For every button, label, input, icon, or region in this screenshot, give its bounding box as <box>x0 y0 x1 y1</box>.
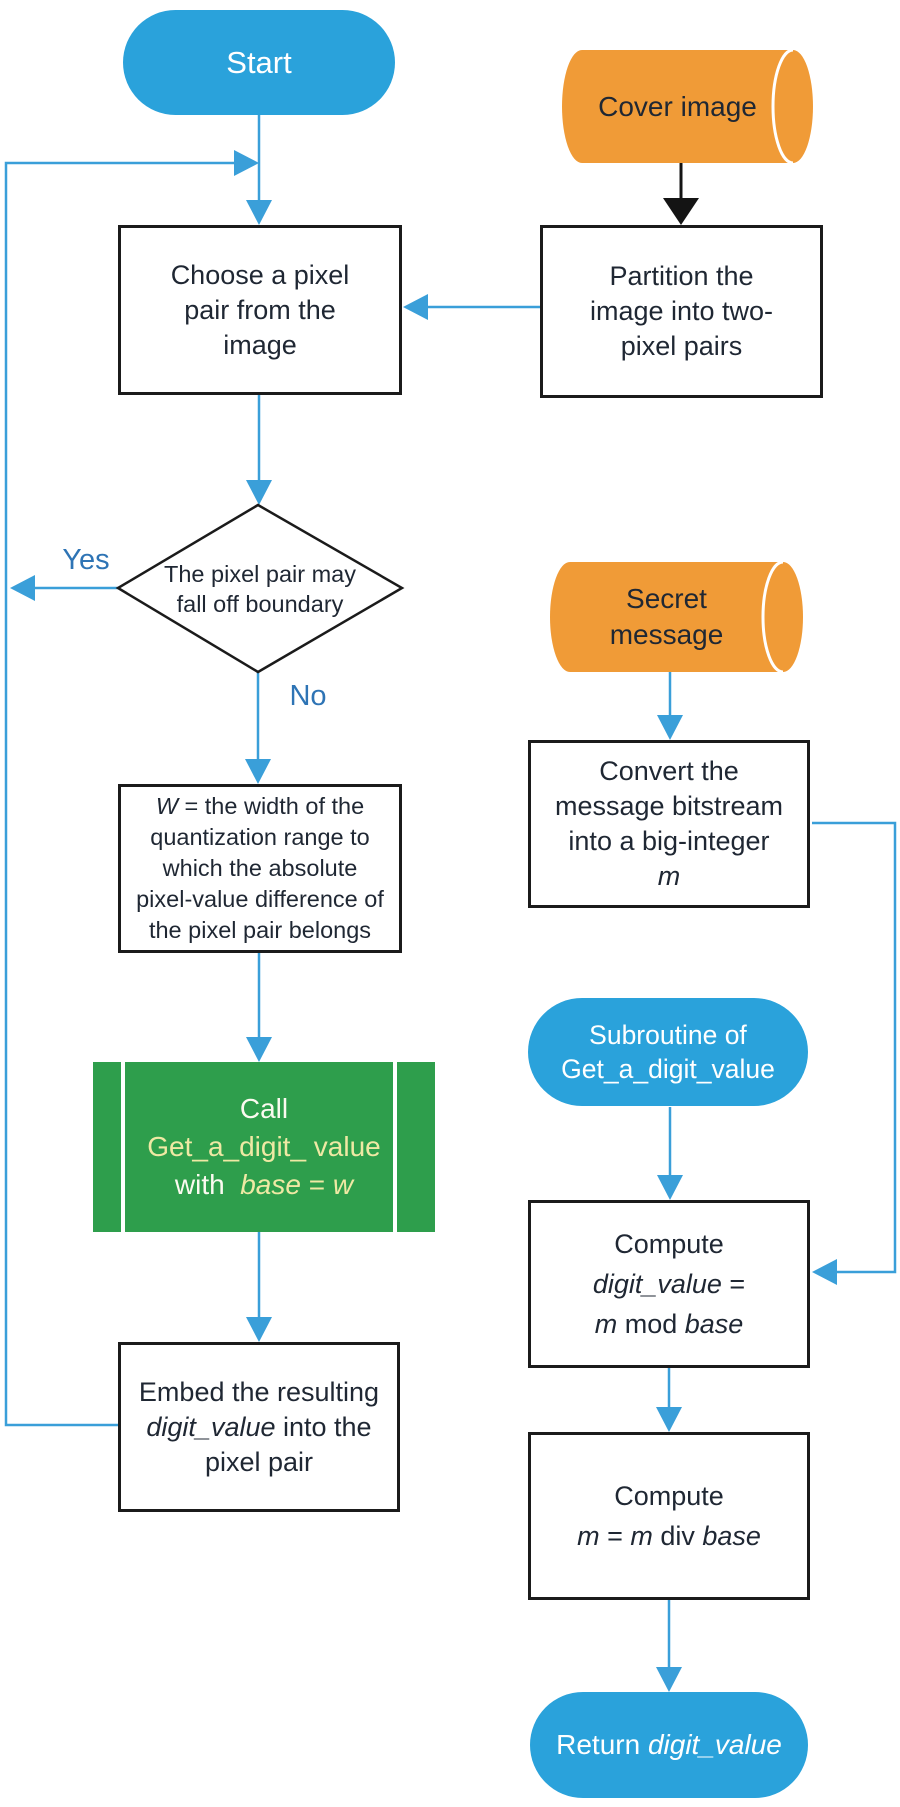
connector-call-to-embed <box>246 1232 272 1342</box>
yes-label: Yes <box>62 544 110 576</box>
decision-diamond <box>115 503 405 674</box>
cover-image-cylinder <box>562 48 813 165</box>
connector-convert-to-compute-digit <box>812 821 897 1285</box>
cover-image-label: Cover image <box>598 90 757 122</box>
connector-secret-to-convert <box>657 672 683 740</box>
connector-start-to-choose <box>246 115 272 225</box>
connector-compute-digit-to-compute-m <box>656 1368 682 1432</box>
connector-loop-embed-to-choose <box>4 150 259 1427</box>
connector-partition-to-choose <box>403 294 540 320</box>
predefined-process-right-bar <box>393 1062 397 1232</box>
secret-message-cylinder <box>550 560 803 674</box>
connector-cover-to-partition <box>663 163 699 225</box>
start-label: Start <box>226 44 292 80</box>
connector-no-branch-decision-to-width <box>245 672 271 784</box>
start-terminator: Start <box>123 10 395 115</box>
connector-choose-to-decision <box>246 395 272 505</box>
connector-subroutine-to-compute-digit <box>657 1107 683 1200</box>
connector-compute-m-to-return <box>656 1600 682 1692</box>
connector-yes-branch <box>10 575 118 601</box>
no-label: No <box>289 680 327 712</box>
return-digit-value-terminator: Return digit_value <box>530 1692 808 1798</box>
predefined-process-left-bar <box>121 1062 125 1232</box>
connector-width-to-call <box>246 953 272 1062</box>
